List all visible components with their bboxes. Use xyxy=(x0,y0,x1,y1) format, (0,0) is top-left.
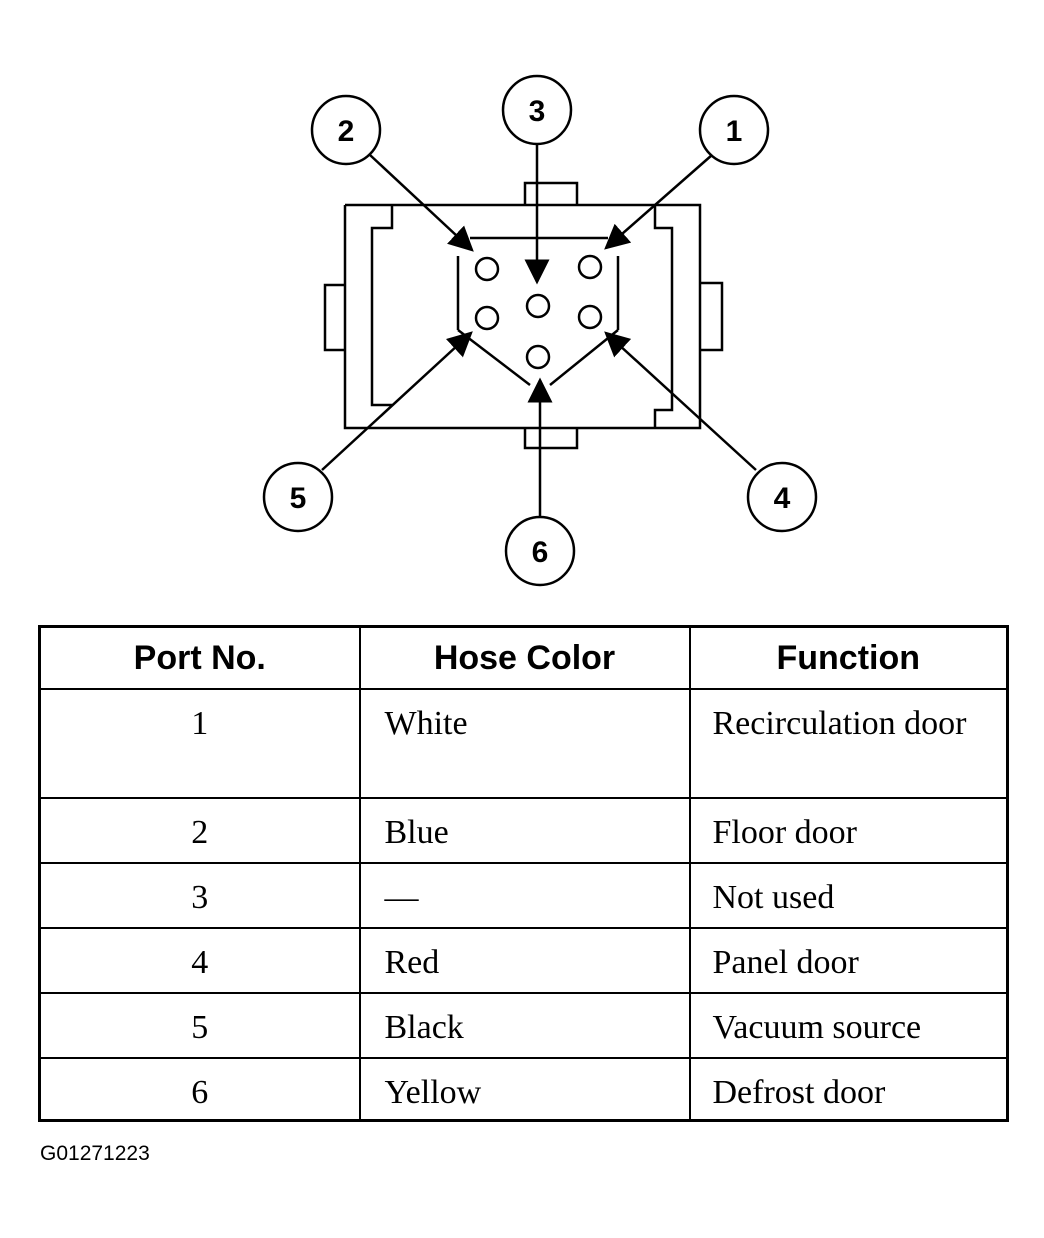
table-row: 1 White Recirculation door xyxy=(38,688,1009,799)
table-row: 2 Blue Floor door xyxy=(38,797,1009,864)
hose-color: Blue xyxy=(358,797,691,864)
callout-3-label: 3 xyxy=(529,95,546,128)
port-number: 6 xyxy=(38,1057,361,1121)
hose-color: White xyxy=(358,688,691,799)
port-3-hole xyxy=(525,293,551,319)
port-1-hole xyxy=(577,254,603,280)
port-5-hole xyxy=(474,305,500,331)
callout-2-label: 2 xyxy=(338,115,355,148)
hose-color: Black xyxy=(358,992,691,1059)
hose-color: Red xyxy=(358,927,691,994)
arrow-5 xyxy=(321,331,473,471)
table-row: 4 Red Panel door xyxy=(38,927,1009,994)
vacuum-connector-diagram: 1 2 3 4 5 6 xyxy=(262,74,818,587)
callout-1-label: 1 xyxy=(726,115,743,148)
connector-body xyxy=(323,181,724,450)
callouts: 1 2 3 4 5 6 xyxy=(262,74,818,587)
hose-color: — xyxy=(358,862,691,929)
port-function: Recirculation door xyxy=(688,688,1009,799)
port-function: Defrost door xyxy=(688,1057,1009,1121)
port-function: Panel door xyxy=(688,927,1009,994)
header-hose-color: Hose Color xyxy=(358,625,691,690)
port-number: 1 xyxy=(38,688,361,799)
header-port-no: Port No. xyxy=(38,625,361,690)
callout-6: 6 xyxy=(504,515,576,587)
port-holes xyxy=(474,254,603,370)
port-6-hole xyxy=(525,344,551,370)
port-number: 2 xyxy=(38,797,361,864)
port-4-hole xyxy=(577,304,603,330)
port-function: Vacuum source xyxy=(688,992,1009,1059)
callout-6-label: 6 xyxy=(532,536,549,569)
port-2-hole xyxy=(474,256,500,282)
callout-3: 3 xyxy=(501,74,573,146)
table-row: 3 — Not used xyxy=(38,862,1009,929)
callout-4-label: 4 xyxy=(774,482,791,515)
table-row: 5 Black Vacuum source xyxy=(38,992,1009,1059)
arrow-1 xyxy=(604,154,713,250)
port-number: 3 xyxy=(38,862,361,929)
port-number: 5 xyxy=(38,992,361,1059)
callout-2: 2 xyxy=(310,94,382,166)
callout-5: 5 xyxy=(262,461,334,533)
header-function: Function xyxy=(688,625,1009,690)
callout-4: 4 xyxy=(746,461,818,533)
port-table: Port No. Hose Color Function 1 White Rec… xyxy=(38,625,1009,1122)
hose-color: Yellow xyxy=(358,1057,691,1121)
table-header-row: Port No. Hose Color Function xyxy=(38,625,1009,690)
figure-id: G01271223 xyxy=(40,1142,150,1165)
arrow-2 xyxy=(369,154,474,252)
port-function: Floor door xyxy=(688,797,1009,864)
arrow-4 xyxy=(604,331,757,471)
port-number: 4 xyxy=(38,927,361,994)
port-function: Not used xyxy=(688,862,1009,929)
callout-5-label: 5 xyxy=(290,482,307,515)
table-row: 6 Yellow Defrost door xyxy=(38,1057,1009,1121)
leader-arrows xyxy=(321,145,757,518)
callout-1: 1 xyxy=(698,94,770,166)
